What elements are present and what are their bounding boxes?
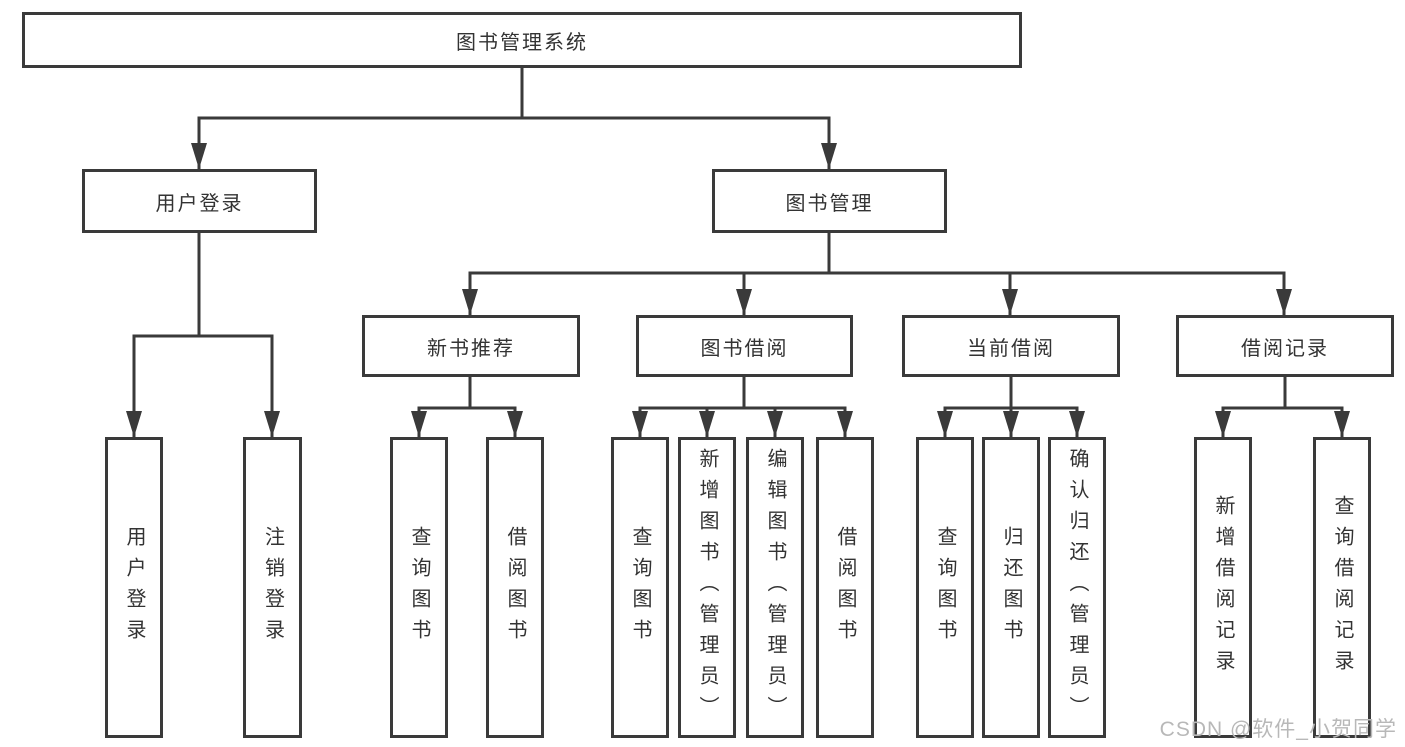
leaf-label: 查询图书 [408, 525, 430, 650]
leaf-user-login: 用户登录 [105, 437, 163, 738]
leaf-query-books-recommend: 查询图书 [390, 437, 448, 738]
leaf-query-borrow-record: 查询借阅记录 [1313, 437, 1371, 738]
leaf-label: 查询图书 [629, 525, 651, 650]
leaf-return-book: 归还图书 [982, 437, 1040, 738]
leaf-label: 归还图书 [1000, 525, 1022, 650]
arrowhead-icons [126, 143, 1350, 437]
node-root-system: 图书管理系统 [22, 12, 1022, 68]
leaf-query-books-current: 查询图书 [916, 437, 974, 738]
leaf-label: 编辑图书（管理员） [764, 448, 786, 727]
node-new-book-recommend: 新书推荐 [362, 315, 580, 377]
node-borrow-record: 借阅记录 [1176, 315, 1394, 377]
leaf-edit-book-admin: 编辑图书（管理员） [746, 437, 804, 738]
leaf-add-borrow-record: 新增借阅记录 [1194, 437, 1252, 738]
leaf-label: 注销登录 [261, 525, 284, 650]
leaf-borrow-books-recommend: 借阅图书 [486, 437, 544, 738]
leaf-label: 用户登录 [123, 525, 145, 650]
leaf-label: 查询借阅记录 [1331, 494, 1353, 681]
leaf-label: 查询图书 [934, 525, 956, 650]
leaf-label: 借阅图书 [504, 525, 526, 650]
node-book-management: 图书管理 [712, 169, 947, 233]
leaf-label: 新增图书（管理员） [696, 448, 718, 727]
node-book-borrow: 图书借阅 [636, 315, 853, 377]
leaf-query-books-borrow: 查询图书 [611, 437, 669, 738]
leaf-borrow-books-borrow: 借阅图书 [816, 437, 874, 738]
node-current-borrow: 当前借阅 [902, 315, 1120, 377]
leaf-confirm-return-admin: 确认归还（管理员） [1048, 437, 1106, 738]
node-user-login: 用户登录 [82, 169, 317, 233]
leaf-add-book-admin: 新增图书（管理员） [678, 437, 736, 738]
leaf-label: 借阅图书 [834, 525, 856, 650]
csdn-watermark: CSDN @软件_小贺同学 [1159, 718, 1397, 741]
leaf-label: 确认归还（管理员） [1066, 448, 1088, 727]
leaf-logout: 注销登录 [243, 437, 302, 738]
leaf-label: 新增借阅记录 [1212, 494, 1234, 681]
